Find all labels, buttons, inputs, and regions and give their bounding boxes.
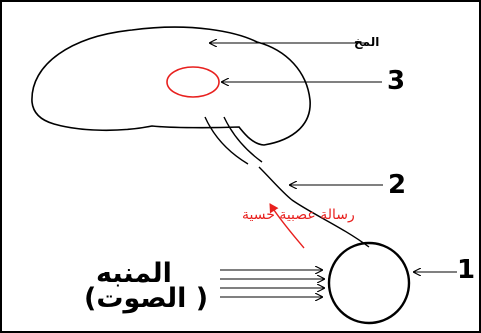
auditory-center <box>166 66 220 98</box>
label-stimulus-sound: ( الصوت) <box>84 283 209 314</box>
brainstem-line-right <box>223 116 263 163</box>
brain-outline <box>31 26 311 146</box>
label-number-3: 3 <box>387 66 406 96</box>
brainstem-line-left <box>204 116 249 165</box>
label-number-1: 1 <box>457 255 476 285</box>
label-brain: المخ <box>354 35 380 49</box>
label-stimulus: المنبه <box>96 258 172 289</box>
message-direction-arrow <box>269 203 305 249</box>
label-sensory-message: رسالة عصبية حسية <box>242 207 355 223</box>
label-number-2: 2 <box>388 170 407 200</box>
sensory-nerve <box>258 166 370 248</box>
receptor-circle <box>327 241 411 325</box>
